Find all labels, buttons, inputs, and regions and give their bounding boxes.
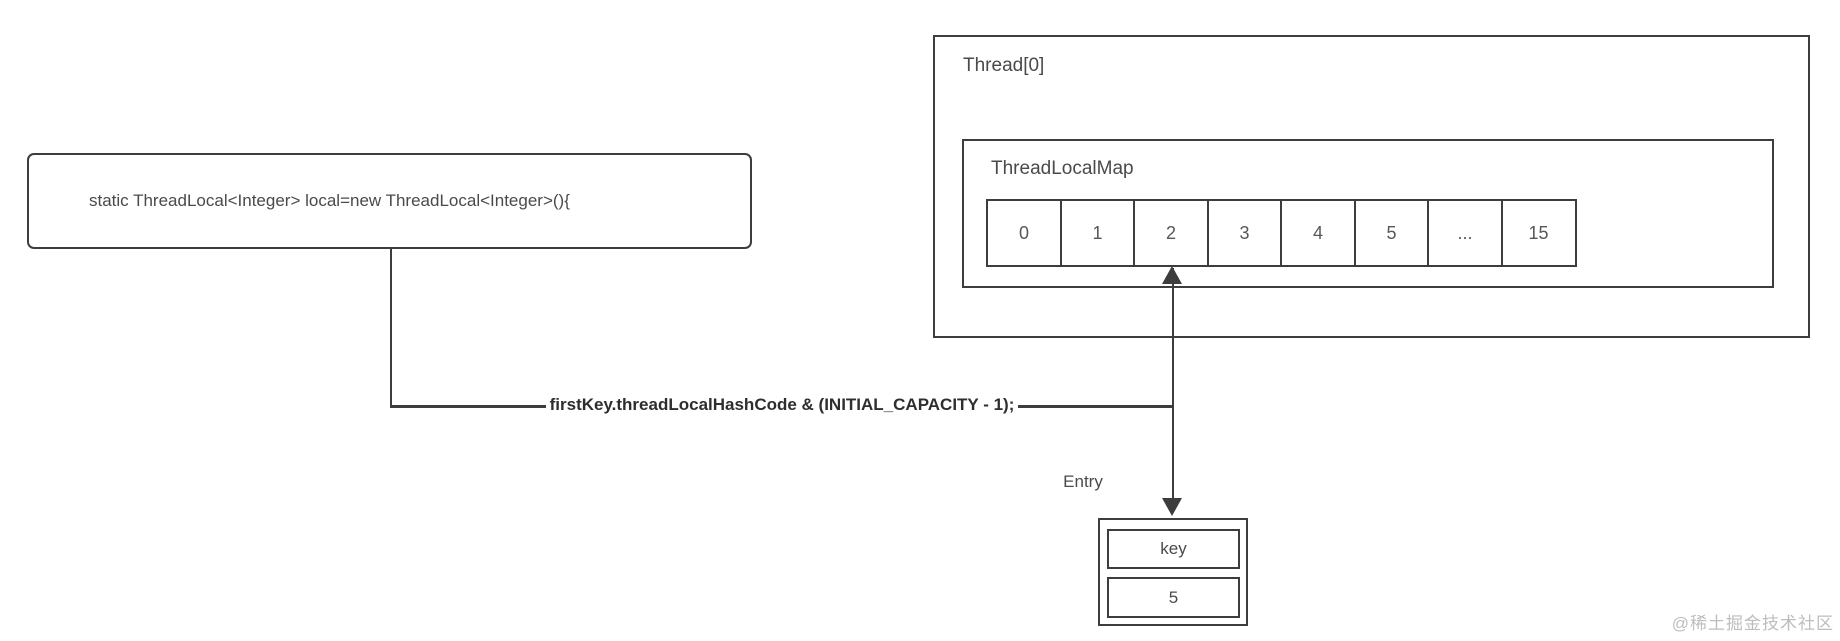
slot-array: 0 1 2 3 4 5 ... 15 xyxy=(986,199,1577,267)
entry-key-box: key xyxy=(1107,529,1240,569)
array-slot-3: 3 xyxy=(1206,199,1283,267)
hash-formula-label: firstKey.threadLocalHashCode & (INITIAL_… xyxy=(390,395,1174,415)
arrowhead-up-icon xyxy=(1162,266,1182,284)
entry-key-text: key xyxy=(1160,539,1187,558)
array-slot-4: 4 xyxy=(1280,199,1356,267)
array-slot-5: 5 xyxy=(1353,199,1430,267)
watermark: @稀土掘金技术社区 xyxy=(1671,614,1834,633)
array-slot-15: 15 xyxy=(1500,199,1577,267)
arrowhead-down-icon xyxy=(1162,498,1182,516)
entry-value-box: 5 xyxy=(1107,577,1240,618)
code-box: static ThreadLocal<Integer> local=new Th… xyxy=(27,153,752,249)
entry-value-text: 5 xyxy=(1168,587,1179,607)
slot-to-entry-arrow-line xyxy=(1171,268,1174,504)
thread-box-title: Thread[0] xyxy=(963,55,1045,76)
array-slot-1: 1 xyxy=(1059,199,1136,267)
code-box-text: static ThreadLocal<Integer> local=new Th… xyxy=(89,191,570,210)
threadlocalmap-title: ThreadLocalMap xyxy=(991,158,1134,179)
array-slot-ellipsis: ... xyxy=(1427,199,1503,267)
entry-label: Entry xyxy=(1063,472,1103,491)
array-slot-0: 0 xyxy=(986,199,1062,267)
array-slot-2: 2 xyxy=(1133,199,1209,267)
code-to-formula-connector-line xyxy=(389,249,392,407)
